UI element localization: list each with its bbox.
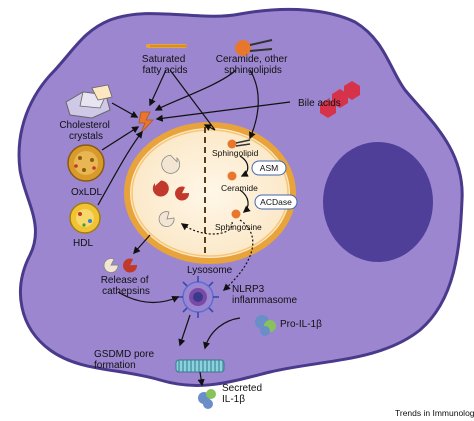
ceramide-sphingolipids-label: Ceramide, other sphingolipids <box>216 54 290 76</box>
cathepsins-inside <box>152 154 190 227</box>
secreted-il1b-label: Secreted IL-1β <box>222 383 265 405</box>
released-cathepsin-icon <box>103 258 119 273</box>
sphingolipid-label: Sphingolipid <box>212 148 259 158</box>
cathepsin-icon <box>175 186 190 201</box>
pro-il1b-label: Pro-IL-1β <box>280 319 322 330</box>
gsdmd-pore-icon <box>175 359 225 373</box>
acdase-enzyme-box <box>254 194 298 210</box>
cathepsin-icon <box>161 154 181 174</box>
arrow <box>155 101 291 122</box>
release-of-cathepsins-label: Release of cathepsins <box>101 275 152 297</box>
dotted-arrow <box>180 221 233 235</box>
arrow <box>101 126 140 151</box>
asm-enzyme-box <box>251 160 287 176</box>
arrow <box>248 69 259 140</box>
nucleus <box>323 142 433 262</box>
arrow <box>197 371 205 387</box>
oxldl-particle-icon <box>67 144 105 182</box>
cholesterol-crystals-label: Cholesterol crystals <box>59 120 112 142</box>
sphingolipid-molecule <box>227 139 251 149</box>
arrow <box>149 69 167 107</box>
sphingosine-molecule <box>231 209 241 219</box>
ceramide-molecule <box>227 171 237 181</box>
labels: Saturated fatty acids Ceramide, other sp… <box>59 54 474 418</box>
lightning-icon <box>138 111 154 134</box>
journal-credit: Trends in Immunology <box>395 408 474 418</box>
hdl-label: HDL <box>73 238 93 249</box>
cholesterol-crystals-icon <box>65 84 113 119</box>
saturated-fatty-acids-label: Saturated fatty acids <box>142 54 188 76</box>
released-cathepsin-icon <box>123 258 138 273</box>
arrow <box>154 69 237 111</box>
pro-il1b-icon <box>255 315 276 336</box>
dotted-arrow <box>222 219 254 291</box>
ceramide-label: Ceramide <box>221 183 258 193</box>
arrow <box>97 130 143 206</box>
lysosome-label: Lysosome <box>187 265 233 276</box>
arrow <box>178 314 191 347</box>
arrow <box>203 317 241 350</box>
cathepsin-icon <box>152 180 169 197</box>
arrow <box>111 102 139 118</box>
gsdmd-pore-formation-label: GSDMD pore formation <box>94 349 157 371</box>
bile-acids-icon <box>320 81 360 118</box>
oxldl-label: OxLDL <box>71 187 103 198</box>
arrow <box>169 69 216 131</box>
arrow <box>117 291 180 304</box>
lysosome <box>124 122 296 264</box>
cathepsin-icon <box>158 211 175 227</box>
hdl-particle-icon <box>69 202 101 234</box>
asm-label: ASM <box>260 163 278 173</box>
secreted-il1b-icon <box>198 389 216 409</box>
acdase-label: ACDase <box>260 197 292 207</box>
nlrp3-inflammasome-icon <box>177 276 219 318</box>
bile-acids-label: Bile acids <box>298 98 341 109</box>
ceramide-icon <box>235 39 273 56</box>
arrow <box>133 234 151 255</box>
nlrp3-inflammasome-label: NLRP3 inflammasome <box>232 284 297 306</box>
sphingosine-label: Sphingosine <box>215 222 262 232</box>
